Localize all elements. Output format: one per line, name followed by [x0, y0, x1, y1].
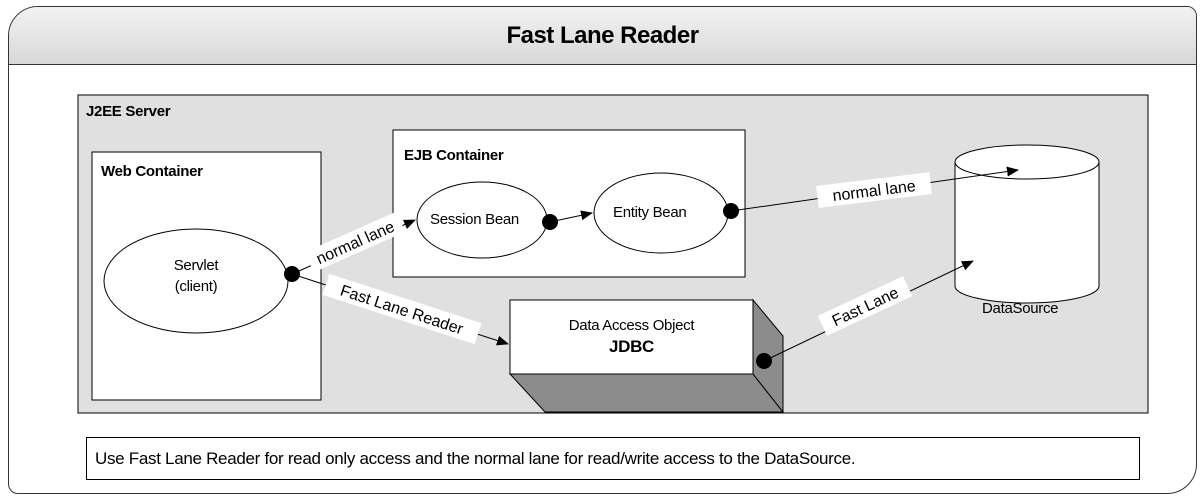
session-port-dot — [542, 214, 558, 230]
caption-text: Use Fast Lane Reader for read only acces… — [95, 448, 856, 468]
caption-box: Use Fast Lane Reader for read only acces… — [86, 437, 1140, 480]
title-bar: Fast Lane Reader — [9, 7, 1196, 65]
entity-port-dot — [723, 203, 739, 219]
diagram-title: Fast Lane Reader — [506, 21, 699, 49]
dao-label-line2: JDBC — [608, 337, 655, 356]
servlet-label: Servlet (client) — [126, 255, 266, 297]
label-bg-fast-lane-reader — [322, 273, 482, 345]
datasource-bottom — [954, 285, 1100, 304]
entity-bean-label: Entity Bean — [613, 204, 687, 221]
servlet-label-line2: (client) — [174, 278, 218, 295]
dao-shadow — [508, 373, 785, 413]
datasource-top — [954, 144, 1100, 180]
datasource-label: DataSource — [982, 300, 1059, 317]
j2ee-server-label: J2EE Server — [86, 103, 171, 120]
dao-node — [508, 298, 785, 414]
dao-port-dot — [756, 353, 772, 369]
label-bg-normal-lane-2 — [816, 172, 932, 208]
dao-front — [509, 299, 754, 375]
datasource-node — [954, 144, 1100, 304]
label-bg-normal-lane-1 — [304, 211, 406, 273]
web-container-label: Web Container — [101, 163, 203, 180]
datasource-body — [955, 162, 1099, 286]
dao-label-line1: Data Access Object — [568, 317, 695, 334]
label-bg-fast-lane — [817, 276, 913, 336]
ejb-container-label: EJB Container — [404, 147, 504, 164]
dao-label: Data Access Object JDBC — [510, 315, 753, 357]
session-bean-label: Session Bean — [430, 211, 519, 228]
servlet-label-line1: Servlet — [173, 257, 219, 274]
servlet-node — [103, 228, 289, 334]
servlet-port-dot — [284, 266, 300, 282]
